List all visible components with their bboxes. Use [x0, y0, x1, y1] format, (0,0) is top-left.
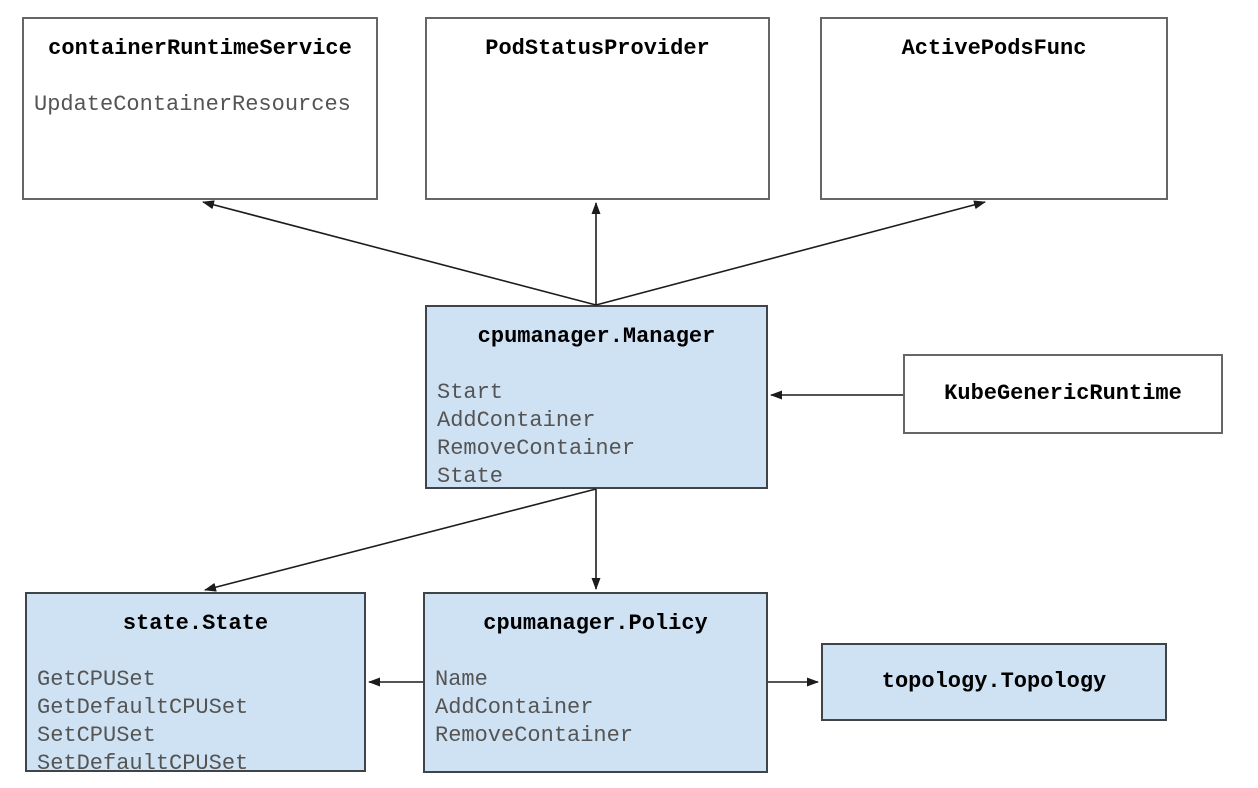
method-label: SetDefaultCPUSet: [37, 751, 249, 776]
box-title: topology.Topology: [881, 669, 1107, 694]
box-pod-status-provider: PodStatusProvider: [425, 17, 770, 200]
method-label: SetCPUSet: [37, 723, 156, 748]
box-title: state.State: [122, 611, 269, 636]
box-title: containerRuntimeService: [48, 36, 352, 61]
arrow-manager-to-active-pods-func: [595, 200, 986, 306]
box-kube-generic-runtime: KubeGenericRuntime: [903, 354, 1223, 434]
method-label: Name: [435, 667, 488, 692]
method-label: AddContainer: [437, 408, 596, 433]
method-label: UpdateContainerResources: [34, 92, 351, 117]
arrow-manager-to-state-state: [204, 488, 597, 592]
method-label: RemoveContainer: [435, 723, 634, 748]
method-label: GetCPUSet: [37, 667, 156, 692]
box-methods: UpdateContainerResources: [24, 91, 376, 119]
box-active-pods-func: ActivePodsFunc: [820, 17, 1168, 200]
box-topology-topology: topology.Topology: [821, 643, 1167, 721]
method-label: State: [437, 464, 504, 489]
box-container-runtime-service: containerRuntimeService UpdateContainerR…: [22, 17, 378, 200]
box-title: KubeGenericRuntime: [944, 381, 1182, 406]
method-label: RemoveContainer: [437, 436, 636, 461]
arrow-manager-to-container-runtime-service: [202, 200, 597, 306]
box-title: cpumanager.Manager: [477, 324, 716, 349]
box-title: PodStatusProvider: [485, 36, 710, 61]
box-title: ActivePodsFunc: [901, 36, 1087, 61]
method-label: GetDefaultCPUSet: [37, 695, 249, 720]
method-label: Start: [437, 380, 504, 405]
box-title: cpumanager.Policy: [483, 611, 708, 636]
method-label: AddContainer: [435, 695, 594, 720]
